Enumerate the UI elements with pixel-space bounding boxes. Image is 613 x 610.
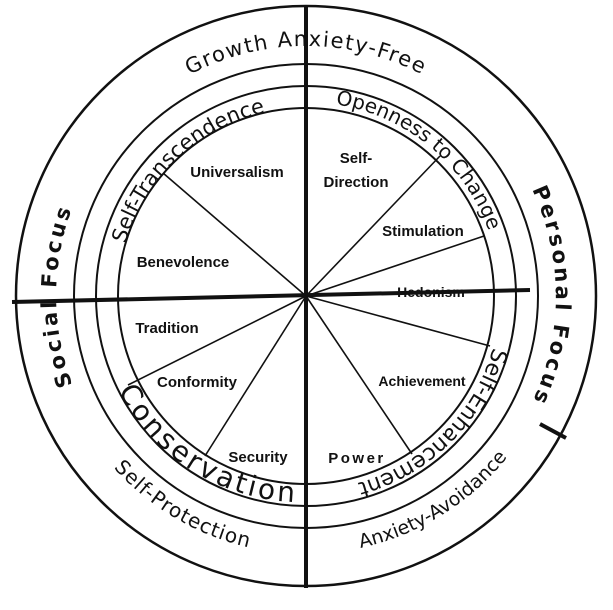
conformity-label: Conformity	[157, 374, 238, 391]
wedge-dividers	[127, 155, 491, 457]
self-direction-label-line2: Direction	[323, 174, 388, 191]
social-focus-label: Social Focus	[37, 201, 77, 391]
security-label: Security	[228, 449, 288, 466]
self-direction-label-line1: Self-	[340, 150, 373, 167]
hedonism-label: Hedonism	[397, 284, 465, 300]
tradition-label: Tradition	[135, 320, 198, 337]
achievement-label: Achievement	[378, 373, 465, 389]
stimulation-label: Stimulation	[382, 223, 464, 240]
personal-divider	[539, 422, 567, 440]
benevolence-label: Benevolence	[137, 254, 230, 271]
horizontal-axis	[11, 288, 531, 304]
power-label: Power	[328, 450, 386, 467]
universalism-label: Universalism	[190, 164, 283, 181]
personal-focus-label: Personal Focus	[527, 182, 574, 411]
